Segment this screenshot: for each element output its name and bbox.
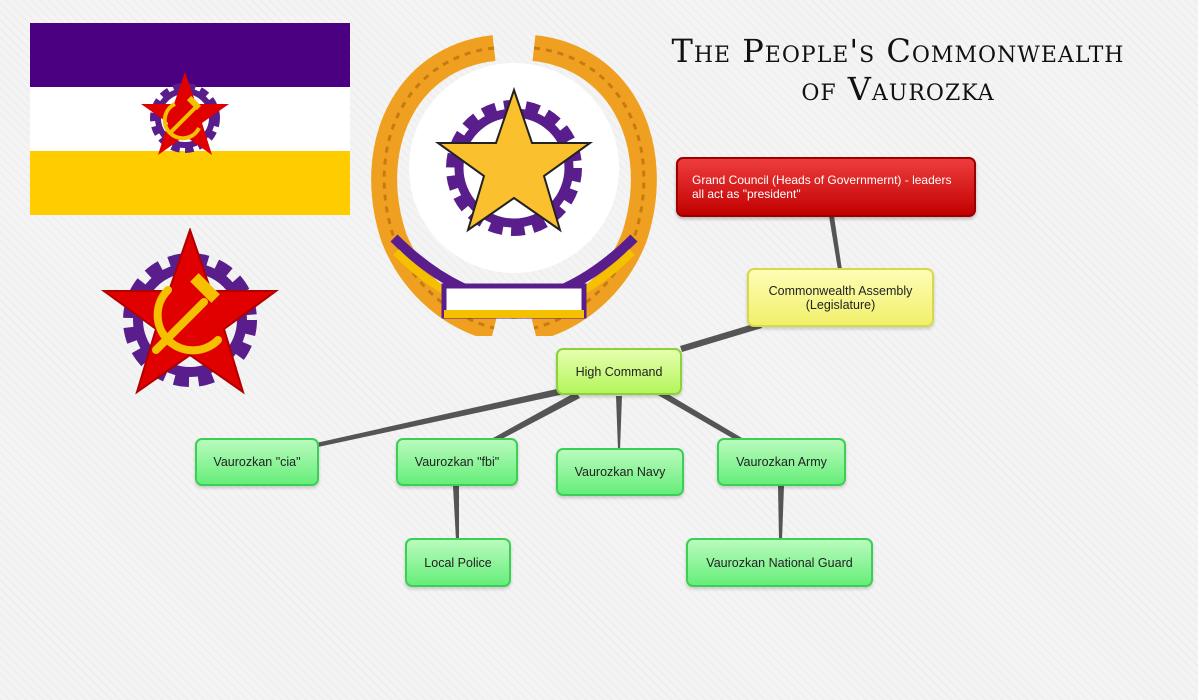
- flag-stripe-yellow: [30, 151, 350, 215]
- local-police-node[interactable]: Local Police: [405, 538, 511, 587]
- title-line-2: of Vaurozka: [801, 70, 995, 108]
- army-label: Vaurozkan Army: [736, 455, 827, 469]
- link-assembly-to-high-command: [680, 322, 762, 352]
- link-high-command-to-navy: [616, 396, 622, 450]
- title-line-1: The People's Commonwealth: [671, 32, 1125, 70]
- national-guard-node[interactable]: Vaurozkan National Guard: [686, 538, 873, 587]
- hammer-sickle-star-icon: [100, 228, 280, 395]
- grand-council-node[interactable]: Grand Council (Heads of Governmernt) - l…: [676, 157, 976, 217]
- flag-stripe-purple: [30, 23, 350, 87]
- link-high-command-to-cia: [316, 386, 574, 447]
- fbi-label: Vaurozkan "fbi": [414, 455, 500, 469]
- high-command-label: High Command: [575, 364, 663, 379]
- commonwealth-assembly-node[interactable]: Commonwealth Assembly (Legislature): [747, 268, 934, 327]
- national-flag: [30, 23, 350, 215]
- high-command-node[interactable]: High Command: [556, 348, 682, 395]
- link-grand-council-to-assembly: [829, 216, 842, 270]
- link-high-command-to-fbi: [493, 392, 580, 442]
- navy-label: Vaurozkan Navy: [574, 465, 666, 479]
- link-high-command-to-army: [656, 390, 742, 442]
- cia-node[interactable]: Vaurozkan "cia": [195, 438, 319, 486]
- army-node[interactable]: Vaurozkan Army: [717, 438, 846, 486]
- coat-of-arms-icon: [371, 35, 657, 336]
- cia-label: Vaurozkan "cia": [213, 455, 301, 469]
- local-police-label: Local Police: [424, 555, 492, 570]
- page-title: The People's Commonwealth of Vaurozka: [628, 32, 1168, 108]
- grand-council-label: Grand Council (Heads of Governmernt) - l…: [692, 173, 952, 201]
- link-army-to-guard: [778, 486, 784, 540]
- link-fbi-to-police: [453, 486, 459, 540]
- national-guard-label: Vaurozkan National Guard: [706, 555, 853, 570]
- fbi-node[interactable]: Vaurozkan "fbi": [396, 438, 518, 486]
- navy-node[interactable]: Vaurozkan Navy: [556, 448, 684, 496]
- flag-emblem-icon: [141, 72, 229, 155]
- commonwealth-assembly-label: Commonwealth Assembly (Legislature): [768, 283, 913, 312]
